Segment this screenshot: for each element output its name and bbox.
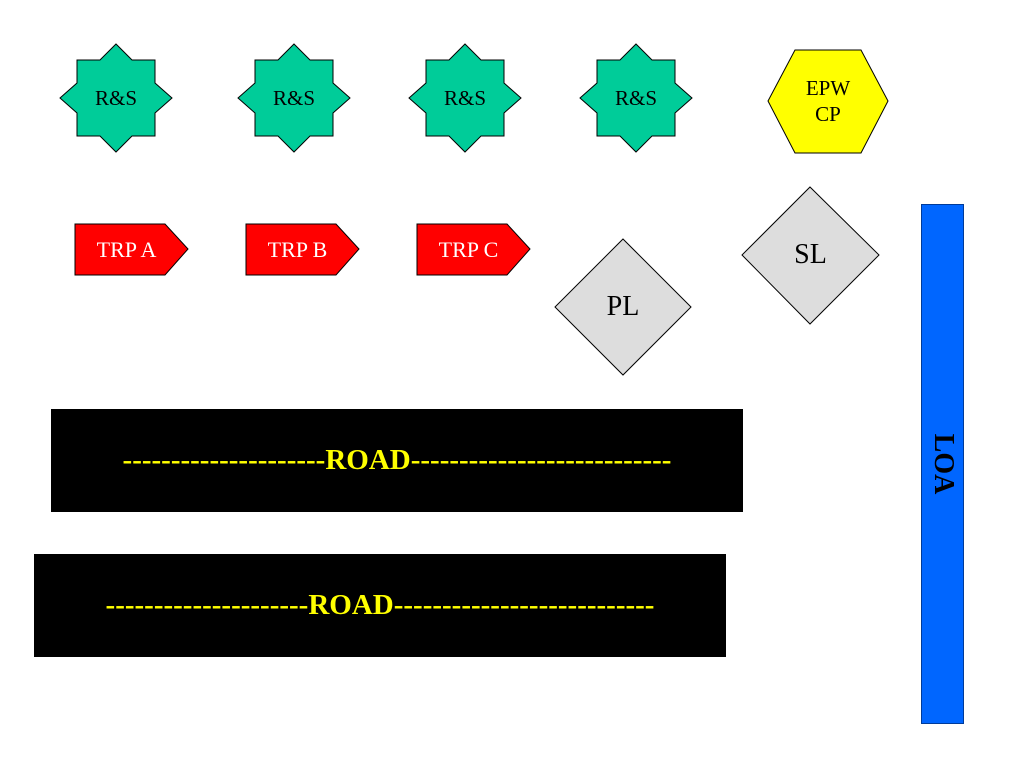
trp-b[interactable]: TRP B bbox=[245, 223, 360, 276]
loa-label: LOA bbox=[927, 433, 959, 495]
rs-position-4[interactable]: R&S bbox=[579, 43, 693, 153]
rs-position-3-label: R&S bbox=[443, 85, 487, 110]
support-line-label: SL bbox=[794, 239, 827, 271]
support-line-marker[interactable]: SL bbox=[741, 186, 880, 325]
pentagon-arrow-icon bbox=[74, 223, 189, 276]
rs-position-1[interactable]: R&S bbox=[59, 43, 173, 153]
rs-position-3[interactable]: R&S bbox=[408, 43, 522, 153]
rs-position-4-label: R&S bbox=[614, 85, 658, 110]
hexagon-icon bbox=[767, 49, 889, 154]
rs-position-1-label: R&S bbox=[94, 85, 138, 110]
epw-cp-label: EPW CP bbox=[805, 76, 851, 126]
star-icon bbox=[59, 43, 173, 153]
diamond-icon bbox=[554, 238, 692, 376]
limit-of-advance-bar[interactable]: LOA bbox=[921, 204, 964, 724]
pentagon-arrow-icon bbox=[245, 223, 360, 276]
diamond-icon bbox=[741, 186, 880, 325]
star-icon bbox=[237, 43, 351, 153]
rs-position-2-label: R&S bbox=[272, 85, 316, 110]
road-upper-label: ---------------------ROAD---------------… bbox=[122, 444, 672, 476]
star-icon bbox=[408, 43, 522, 153]
rs-position-2[interactable]: R&S bbox=[237, 43, 351, 153]
pentagon-arrow-icon bbox=[416, 223, 531, 276]
phase-line-marker[interactable]: PL bbox=[554, 238, 692, 376]
road-lower-label: ---------------------ROAD---------------… bbox=[105, 589, 655, 621]
epw-collection-point[interactable]: EPW CP bbox=[767, 49, 889, 154]
trp-c[interactable]: TRP C bbox=[416, 223, 531, 276]
road-upper[interactable]: ---------------------ROAD---------------… bbox=[51, 409, 743, 512]
trp-c-label: TRP C bbox=[438, 236, 499, 262]
road-lower[interactable]: ---------------------ROAD---------------… bbox=[34, 554, 726, 657]
trp-b-label: TRP B bbox=[267, 236, 328, 262]
trp-a[interactable]: TRP A bbox=[74, 223, 189, 276]
phase-line-label: PL bbox=[606, 290, 640, 322]
trp-a-label: TRP A bbox=[96, 236, 157, 262]
star-icon bbox=[579, 43, 693, 153]
